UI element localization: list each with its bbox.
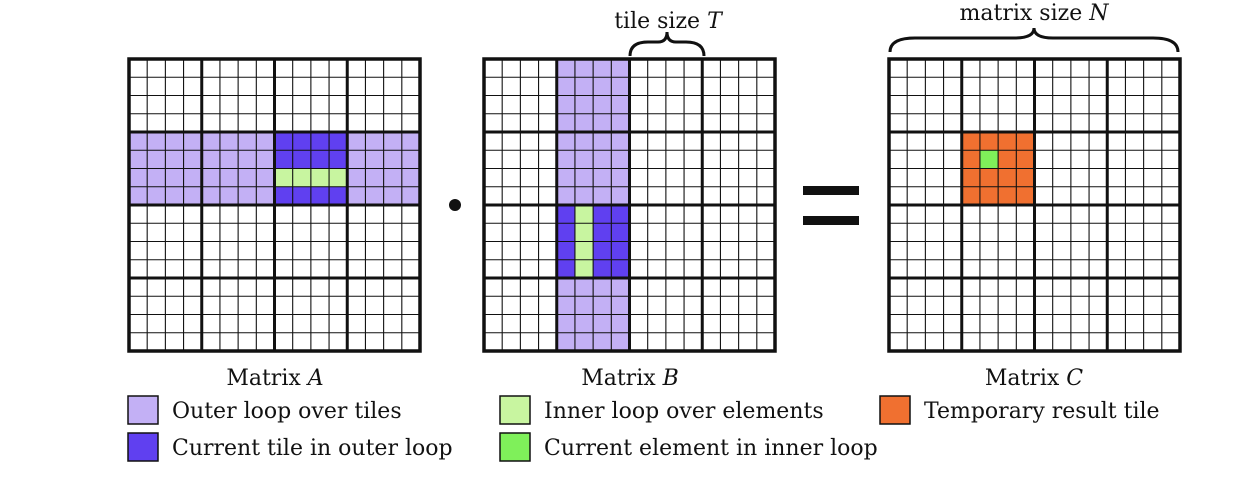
matrix-b-caption: Matrix B [581, 366, 679, 391]
inner-loop-element [329, 168, 348, 187]
tile-size-annotation: tile size T [614, 9, 724, 34]
matrix-c-caption-prefix: Matrix [985, 366, 1060, 391]
legend-label-result-tile: Temporary result tile [924, 399, 1160, 424]
matrix-a-caption-prefix: Matrix [226, 366, 301, 391]
matrix-b-symbol: B [662, 366, 679, 391]
matrix-b-caption-prefix: Matrix [581, 366, 656, 391]
dot-operator [449, 199, 461, 211]
legend-label-current-tile: Current tile in outer loop [172, 436, 453, 461]
matrix-c-symbol: C [1066, 366, 1083, 391]
matrix-size-symbol: N [1088, 1, 1109, 26]
tile-size-label: tile size [614, 9, 700, 34]
tile-size-brace [628, 31, 706, 57]
inner-loop-element [574, 223, 594, 242]
matrix-size-label: matrix size [960, 1, 1083, 26]
matrix-size-annotation: matrix size N [960, 1, 1110, 26]
legend-swatch-result-tile [879, 395, 911, 425]
legend-label-outer-loop: Outer loop over tiles [172, 399, 402, 424]
matrix-c [887, 57, 1182, 353]
matrix-size-brace [888, 27, 1180, 53]
inner-loop-element [574, 205, 594, 224]
legend-swatch-current-tile [127, 432, 159, 462]
matrices-layer [127, 57, 1182, 353]
inner-loop-element [574, 241, 594, 260]
matrix-border [887, 57, 1182, 353]
inner-loop-element [274, 168, 293, 187]
matrix-a [127, 57, 422, 353]
equals-operator-bottom-bar [803, 216, 859, 225]
inner-loop-element [574, 259, 594, 278]
matrix-border [482, 57, 777, 353]
legend-swatch-inner-loop [499, 395, 531, 425]
legend-label-current-element: Current element in inner loop [544, 436, 878, 461]
legend-swatch-outer-loop [127, 395, 159, 425]
matrix-border [127, 57, 422, 353]
matrix-a-caption: Matrix A [226, 366, 323, 391]
tile-size-symbol: T [707, 9, 724, 34]
inner-loop-element [292, 168, 311, 187]
matrix-b [482, 57, 777, 353]
matrix-c-caption: Matrix C [985, 366, 1083, 391]
legend-label-inner-loop: Inner loop over elements [544, 399, 824, 424]
inner-loop-element [310, 168, 330, 187]
legend: Outer loop over tiles Current tile in ou… [127, 395, 1160, 462]
matrix-a-symbol: A [306, 366, 324, 391]
current-element [979, 150, 999, 169]
legend-swatch-current-element [499, 432, 531, 462]
equals-operator-top-bar [803, 186, 859, 195]
